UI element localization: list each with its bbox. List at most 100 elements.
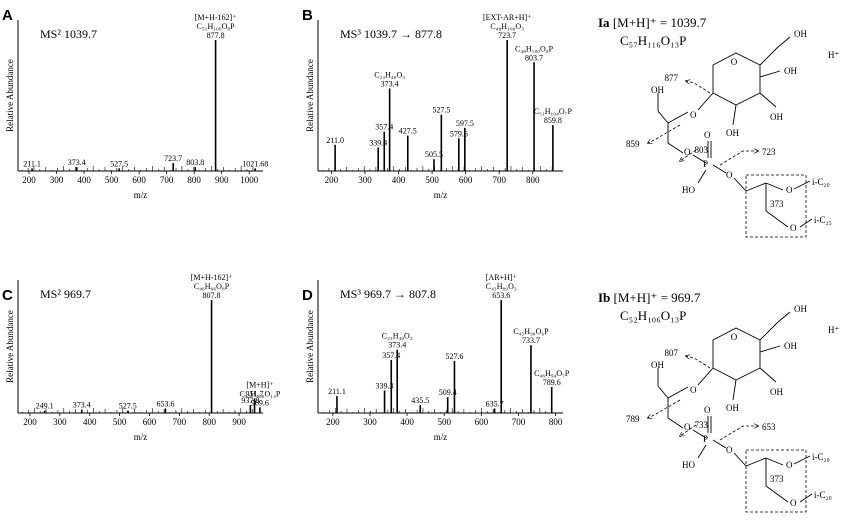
x-tick-label: 400 bbox=[400, 417, 414, 427]
peak-formula: C₅₂H₁₀₆O₁₃P bbox=[239, 389, 280, 398]
structure-formula: C₅₇H₁₁₆O₁₃P bbox=[620, 33, 686, 48]
peak-label: 803.8 bbox=[186, 158, 204, 167]
x-tick-label: 200 bbox=[325, 175, 339, 185]
phosphate-oxygen: O bbox=[684, 422, 691, 432]
peak-label: 373.4 bbox=[388, 341, 406, 350]
x-tick-label: 500 bbox=[105, 175, 119, 185]
peak-label: 527.5 bbox=[432, 106, 450, 115]
phosphorus-atom: P bbox=[703, 434, 708, 444]
peak-label: 789.6 bbox=[543, 378, 561, 387]
fragment-label: 373 bbox=[770, 199, 784, 209]
glycosidic-oxygen: O bbox=[690, 110, 697, 120]
peak-label: 969.6 bbox=[251, 398, 269, 407]
x-tick-label: 700 bbox=[512, 417, 526, 427]
alkyl-chain-label: i-C₂₀ bbox=[812, 452, 830, 462]
peak-formula: C₄₆H₉₆O₈P bbox=[194, 282, 230, 291]
x-tick-label: 700 bbox=[173, 417, 187, 427]
x-axis-label: m/z bbox=[134, 432, 148, 442]
chart-title: MS² 969.7 bbox=[40, 287, 91, 301]
chart-title: MS³ 1039.7 → 877.8 bbox=[340, 27, 442, 41]
peak-annotation: [M+H-162]⁺ bbox=[195, 13, 237, 22]
phosphate-oxygen: O bbox=[684, 147, 691, 157]
structure-title: Ia [M+H]⁺ = 1039.7 bbox=[598, 15, 707, 30]
peak-label: 733.7 bbox=[522, 336, 540, 345]
panel-letter: A bbox=[2, 7, 13, 24]
fragment-label: 803 bbox=[695, 145, 709, 155]
phosphate-oxygen: O bbox=[704, 130, 711, 140]
peak-label: 435.5 bbox=[411, 396, 429, 405]
fragment-label: 723 bbox=[762, 147, 776, 157]
peak-annotation: [AR+H]⁺ bbox=[486, 273, 517, 282]
alkyl-chain-label: i-C₂₀ bbox=[814, 490, 832, 500]
peak-label: 373.4 bbox=[73, 401, 91, 410]
peak-annotation: [EXT-AR+H]⁺ bbox=[483, 13, 531, 22]
fragment-box bbox=[745, 449, 807, 513]
fragment-arrow bbox=[686, 356, 711, 369]
fragment-label: 733 bbox=[695, 420, 709, 430]
fragment-arrow bbox=[680, 424, 697, 436]
x-tick-label: 800 bbox=[202, 417, 216, 427]
peak-label: 951.7 bbox=[246, 389, 264, 398]
ether-oxygen: O bbox=[790, 223, 797, 233]
x-tick-label: 300 bbox=[53, 417, 67, 427]
peak-label: 803.7 bbox=[525, 53, 543, 62]
peak-label: 373.4 bbox=[68, 158, 86, 167]
peak-label: 635.7 bbox=[486, 399, 504, 408]
y-axis-label: Relative Abundance bbox=[5, 59, 15, 132]
peak-label: 427.5 bbox=[399, 127, 417, 136]
alkyl-chain-label: i-C₂₅ bbox=[814, 215, 832, 225]
peak-annotation: [M+H]⁺ bbox=[246, 380, 273, 389]
peak-label: 579.6 bbox=[450, 129, 468, 138]
peak-label: 357.4 bbox=[382, 351, 400, 360]
x-tick-label: 800 bbox=[187, 175, 201, 185]
structure-ia: Ia [M+H]⁺ = 1039.7C₅₇H₁₁₆O₁₃PH⁺OOHOHOHOH… bbox=[598, 15, 839, 238]
peak-formula: C₄₃H₈₉O₃ bbox=[486, 282, 517, 291]
peak-label: 211.1 bbox=[23, 159, 41, 168]
oh-label: OH bbox=[726, 403, 739, 413]
peak-label: 211.0 bbox=[326, 136, 344, 145]
x-tick-label: 700 bbox=[160, 175, 174, 185]
peak-label: 723.7 bbox=[498, 31, 516, 40]
fragment-arrow bbox=[648, 399, 681, 418]
glycosidic-oxygen: O bbox=[690, 385, 697, 395]
peak-label: 527.5 bbox=[110, 159, 128, 168]
peak-label: 937.8 bbox=[241, 396, 259, 405]
oh-label: OH bbox=[726, 128, 739, 138]
phosphate-oxygen: O bbox=[704, 405, 711, 415]
chart-title: MS² 1039.7 bbox=[40, 27, 97, 41]
x-tick-label: 900 bbox=[232, 417, 246, 427]
x-axis-label: m/z bbox=[134, 190, 148, 200]
oh-label: OH bbox=[794, 29, 807, 39]
x-tick-label: 400 bbox=[392, 175, 406, 185]
oh-label: OH bbox=[794, 304, 807, 314]
y-axis-label: Relative Abundance bbox=[305, 310, 315, 383]
x-tick-label: 200 bbox=[326, 417, 340, 427]
structure-formula: C₅₂H₁₀₆O₁₃P bbox=[620, 308, 686, 323]
structures-layer: Ia [M+H]⁺ = 1039.7C₅₇H₁₁₆O₁₃PH⁺OOHOHOHOH… bbox=[598, 15, 839, 513]
oh-label: OH bbox=[770, 387, 783, 397]
fragment-label: 807 bbox=[665, 348, 679, 358]
alkyl-chain-label: i-C₂₀ bbox=[812, 177, 830, 187]
peak-label: 373.4 bbox=[381, 79, 399, 88]
x-tick-label: 600 bbox=[132, 175, 146, 185]
x-tick-label: 600 bbox=[143, 417, 157, 427]
peak-label: 527.6 bbox=[445, 352, 463, 361]
peak-label: 339.4 bbox=[369, 138, 387, 147]
ho-label: HO bbox=[682, 460, 695, 470]
fragment-label: 373 bbox=[770, 474, 784, 484]
panel-letter: D bbox=[302, 287, 313, 304]
x-tick-label: 800 bbox=[526, 175, 540, 185]
structure-ib: Ib [M+H]⁺ = 969.7C₅₂H₁₀₆O₁₃PH⁺OOHOHOHOHO… bbox=[598, 290, 839, 513]
x-tick-label: 500 bbox=[113, 417, 127, 427]
peak-label: 505.5 bbox=[425, 150, 443, 159]
x-tick-label: 700 bbox=[492, 175, 506, 185]
fragment-arrow bbox=[680, 149, 697, 161]
ho-label: HO bbox=[682, 185, 695, 195]
peak-formula: C₄₈H₁₀₀O₈P bbox=[515, 44, 554, 53]
peak-formula: C₂₃H₄₉O₃ bbox=[374, 70, 405, 79]
y-axis-label: Relative Abundance bbox=[5, 310, 15, 383]
